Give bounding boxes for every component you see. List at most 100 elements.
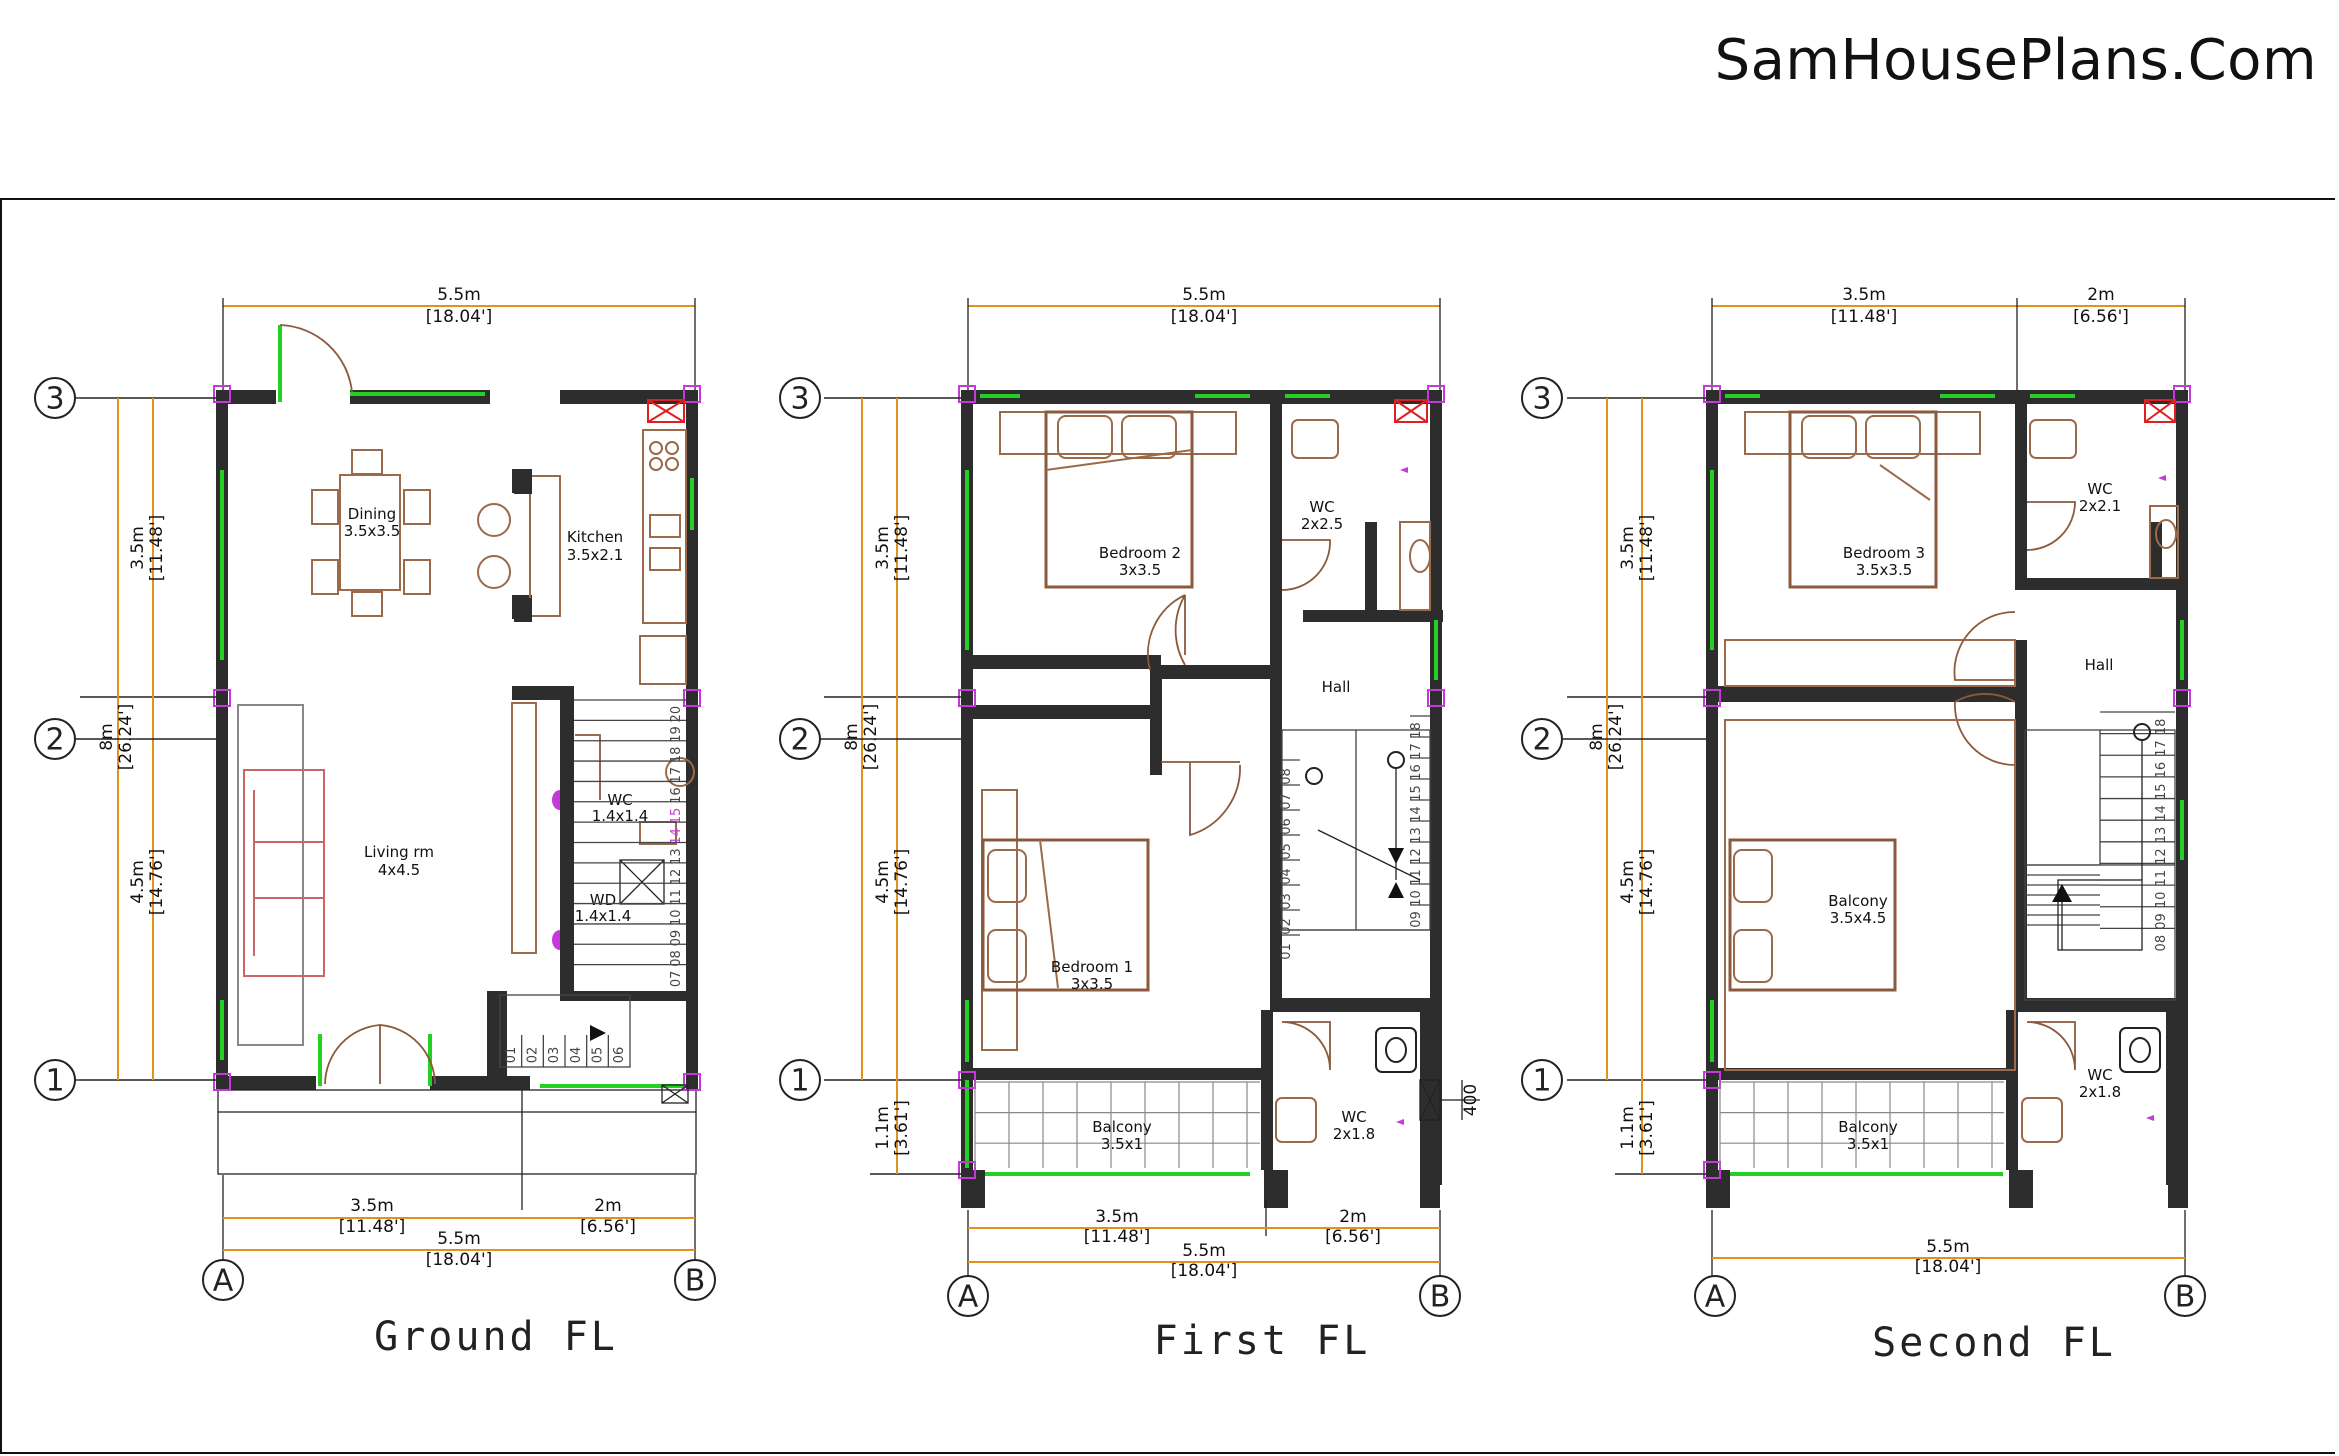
- first-bed1-size: 3x3.5: [1071, 975, 1113, 993]
- first-grid-1-label: 1: [790, 1064, 809, 1099]
- second-total-h-ft: [26.24']: [1606, 704, 1626, 771]
- stair-step-number: 03: [1279, 893, 1294, 910]
- stair-step-number: 11: [669, 889, 684, 906]
- stair-step-number: 10: [1409, 890, 1424, 907]
- ground-living-label: Living rm: [364, 843, 434, 861]
- stair-step-number: 05: [1279, 843, 1294, 860]
- ground-grid-1-label: 1: [45, 1064, 64, 1099]
- second-balcony-label: Balcony: [1828, 892, 1888, 910]
- ground-living-size: 4x4.5: [378, 861, 420, 879]
- stair-step-number: 16: [669, 787, 684, 804]
- drawing-frame: [0, 198, 2335, 1454]
- stair-step-number: 18: [669, 747, 684, 764]
- ground-mid-h-ft: [14.76']: [147, 849, 167, 916]
- stair-step-number: 17: [1409, 743, 1424, 760]
- second-bal-h: 1.1m: [1618, 1106, 1638, 1150]
- stair-step-number: 08: [1279, 768, 1294, 785]
- second-right-w: 2m: [2087, 285, 2114, 305]
- second-floor-title: Second FL: [1872, 1320, 2116, 1366]
- first-grid-b-label: B: [1430, 1280, 1451, 1315]
- second-wc2-size: 2x1.8: [2079, 1083, 2121, 1101]
- second-balcony-size: 3.5x4.5: [1830, 909, 1887, 927]
- first-balcony-size: 3.5x1: [1101, 1135, 1143, 1153]
- ground-left-w-ft: [11.48']: [339, 1217, 406, 1237]
- ground-dining-size: 3.5x3.5: [344, 522, 401, 540]
- ground-kitchen-label: Kitchen: [567, 528, 623, 546]
- second-balcony2-label: Balcony: [1838, 1118, 1898, 1136]
- second-grid-b-label: B: [2175, 1280, 2196, 1315]
- stair-step-number: 12: [2154, 848, 2169, 865]
- stair-step-number: 13: [1409, 827, 1424, 844]
- second-grid-3-label: 3: [1532, 382, 1551, 417]
- stair-step-number: 14: [2154, 805, 2169, 822]
- first-balcony-label: Balcony: [1092, 1118, 1152, 1136]
- second-grid-bubble-a: [1694, 1275, 1736, 1317]
- first-grid-bubble-3: [779, 377, 821, 419]
- stair-step-number: 14: [669, 828, 684, 845]
- second-wc2-label: WC: [2087, 1066, 2112, 1084]
- stair-step-number: 10: [669, 909, 684, 926]
- ground-top-h: 3.5m: [128, 526, 148, 570]
- site-title: SamHousePlans.Com: [1714, 28, 2317, 93]
- ground-grid-bubble-b: [674, 1259, 716, 1301]
- first-grid-2-label: 2: [790, 723, 809, 758]
- first-hall-label: Hall: [1322, 678, 1351, 696]
- first-total-h: 8m: [842, 723, 862, 750]
- second-hall-label: Hall: [2085, 656, 2114, 674]
- stair-step-number: 12: [1409, 848, 1424, 865]
- first-bed2-size: 3x3.5: [1119, 561, 1161, 579]
- first-wc-size: 2x2.5: [1301, 515, 1343, 533]
- ground-grid-3-label: 3: [45, 382, 64, 417]
- first-right-w: 2m: [1339, 1207, 1366, 1227]
- first-wc-label: WC: [1309, 498, 1334, 516]
- stair-step-number: 09: [669, 930, 684, 947]
- ground-left-w: 3.5m: [350, 1196, 394, 1216]
- ground-top-dim: 5.5m: [437, 285, 481, 305]
- stair-step-number: 11: [2154, 870, 2169, 887]
- second-grid-bubble-1: [1521, 1059, 1563, 1101]
- first-mid-h-ft: [14.76']: [892, 849, 912, 916]
- second-bottom-total-ft: [18.04']: [1915, 1257, 1982, 1277]
- ground-wd-label: WD: [590, 891, 616, 909]
- first-bottom-total-ft: [18.04']: [1171, 1261, 1238, 1281]
- ground-wc-label: WC: [607, 791, 632, 809]
- ground-right-w-ft: [6.56']: [580, 1217, 636, 1237]
- stair-step-number: 08: [2154, 935, 2169, 952]
- stair-step-number: 07: [1279, 793, 1294, 810]
- second-grid-bubble-b: [2164, 1275, 2206, 1317]
- second-balcony2-size: 3.5x1: [1847, 1135, 1889, 1153]
- ground-floor-title: Ground FL: [374, 1314, 618, 1360]
- stair-step-number: 18: [2154, 719, 2169, 736]
- second-grid-a-label: A: [1705, 1280, 1726, 1315]
- ground-wc-size: 1.4x1.4: [592, 807, 649, 825]
- stair-step-number: 17: [669, 767, 684, 784]
- first-bed1-label: Bedroom 1: [1051, 958, 1133, 976]
- stair-step-number: 17: [2154, 740, 2169, 757]
- first-wc2-label: WC: [1341, 1108, 1366, 1126]
- first-left-w: 3.5m: [1095, 1207, 1139, 1227]
- ground-total-h: 8m: [97, 723, 117, 750]
- second-right-w-ft: [6.56']: [2073, 307, 2129, 327]
- stair-step-number: 13: [2154, 827, 2169, 844]
- first-floor-plan: 5.5m [18.04']: [779, 285, 1481, 1364]
- stair-step-number: 02: [1279, 918, 1294, 935]
- second-wc-size: 2x2.1: [2079, 497, 2121, 515]
- second-left-w: 3.5m: [1842, 285, 1886, 305]
- second-mid-h: 4.5m: [1618, 860, 1638, 904]
- stair-step-number: 10: [2154, 892, 2169, 909]
- first-top-h-ft: [11.48']: [892, 515, 912, 582]
- stair-step-number: 15: [1409, 785, 1424, 802]
- ground-grid-b-label: B: [685, 1264, 706, 1299]
- first-grid-a-label: A: [958, 1280, 979, 1315]
- stair-step-number: 15: [2154, 783, 2169, 800]
- ground-bottom-total: 5.5m: [437, 1229, 481, 1249]
- ground-floor-plan: 5.5m [18.04']: [34, 285, 716, 1360]
- ground-kitchen-size: 3.5x2.1: [567, 546, 624, 564]
- stair-step-number: 03: [547, 1047, 562, 1064]
- second-total-h: 8m: [1587, 723, 1607, 750]
- stair-step-number: 01: [1279, 943, 1294, 960]
- ground-bottom-total-ft: [18.04']: [426, 1250, 493, 1270]
- ground-top-h-ft: [11.48']: [147, 515, 167, 582]
- first-bed2-label: Bedroom 2: [1099, 544, 1181, 562]
- first-mid-h: 4.5m: [873, 860, 893, 904]
